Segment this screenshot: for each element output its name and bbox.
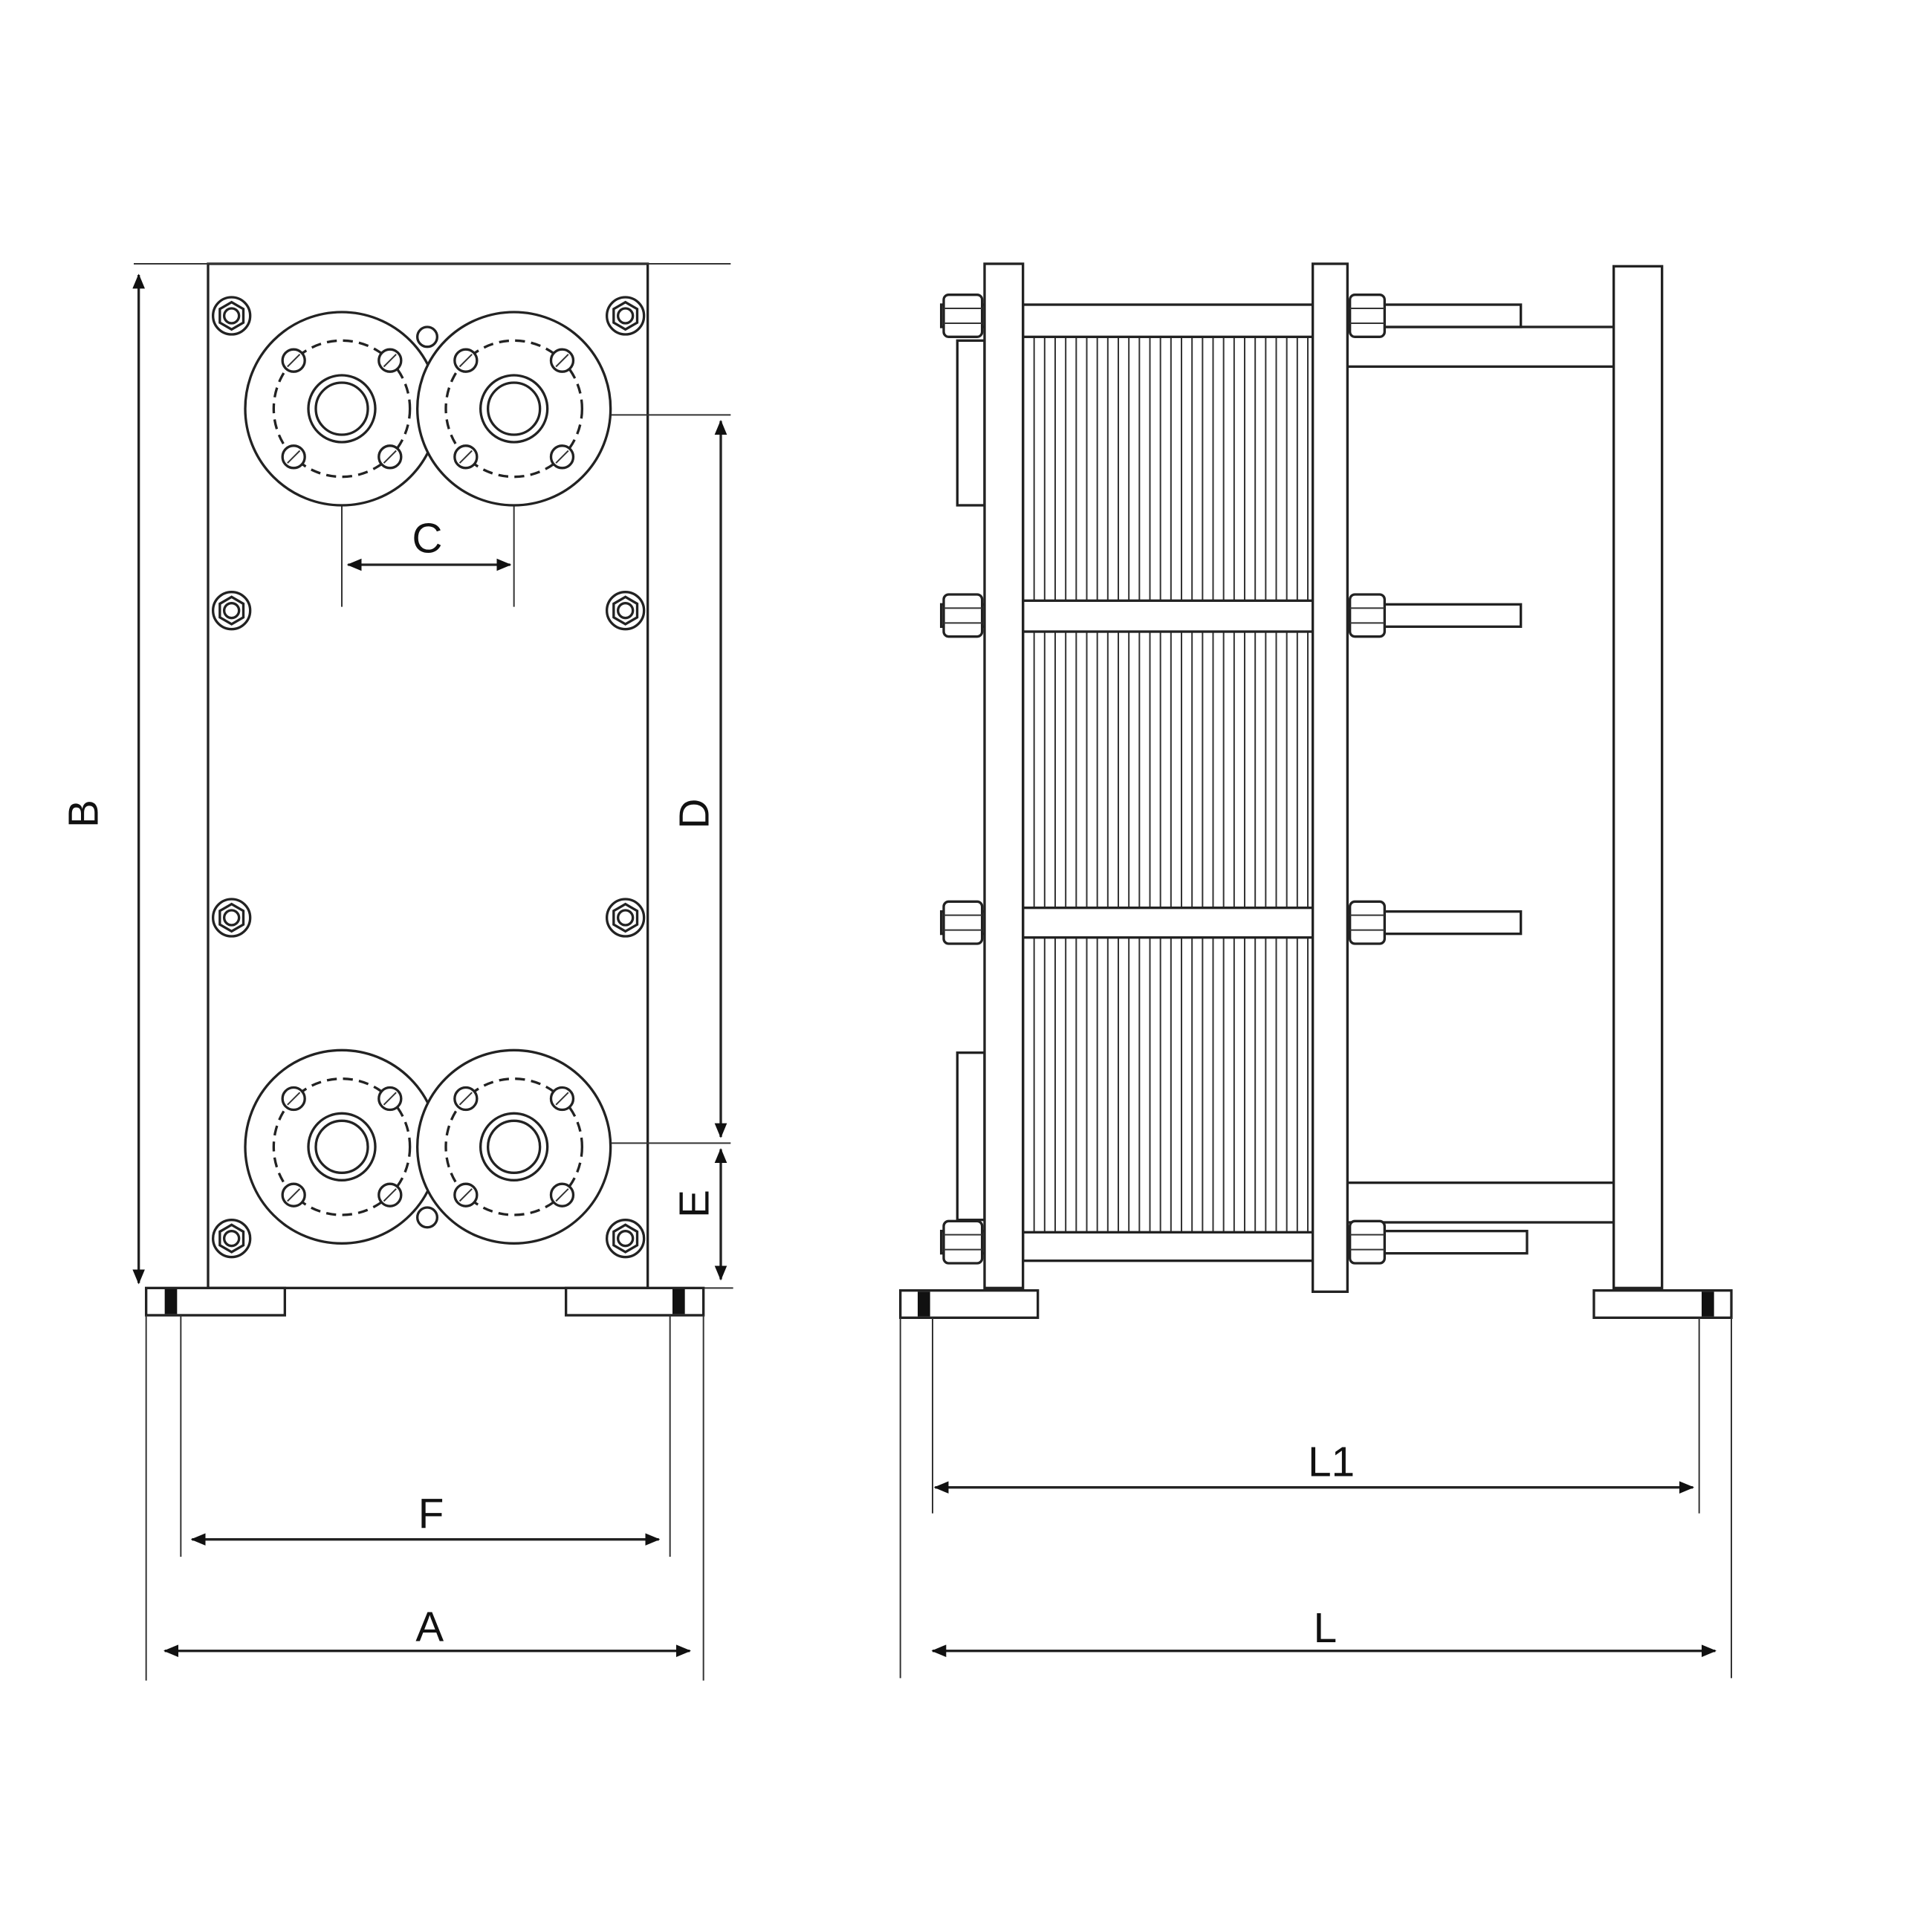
nut-icon — [942, 294, 984, 338]
plate-lines — [1033, 337, 1309, 1233]
label-b: B — [61, 800, 108, 828]
label-l1: L1 — [1308, 1439, 1355, 1486]
port-flange — [416, 1048, 612, 1245]
bolt-icon — [212, 296, 252, 336]
port-flange — [244, 311, 440, 507]
port-flange — [244, 1048, 440, 1245]
small-hole-top — [416, 325, 438, 349]
label-f: F — [418, 1491, 444, 1538]
support-column — [1612, 265, 1664, 1289]
bolt-icon — [212, 898, 252, 938]
nut-icon — [942, 900, 984, 945]
guide-bar-top — [1346, 325, 1615, 368]
label-a: A — [415, 1604, 444, 1650]
foot-pad-left — [164, 1289, 178, 1315]
fixed-frame-plate — [983, 262, 1025, 1289]
bottom-guide-bar — [1022, 1231, 1315, 1262]
nut-icon — [1349, 1219, 1386, 1265]
connection-flange-bottom — [956, 1051, 986, 1222]
side-view: L1 L — [899, 262, 1733, 1679]
port-flange — [416, 311, 612, 507]
nut-icon — [942, 1219, 984, 1265]
nuts — [942, 294, 1386, 1265]
label-c: C — [412, 515, 443, 562]
guide-bar-bottom — [1346, 1181, 1615, 1224]
foot-left — [145, 1286, 286, 1317]
bolt-icon — [212, 591, 252, 631]
foot-pad-right — [672, 1289, 685, 1315]
tie-bar-lower — [1022, 907, 1315, 939]
connection-flange-top — [956, 339, 986, 507]
bolt-icon — [606, 591, 646, 631]
bolt-icon — [606, 1219, 646, 1259]
label-e: E — [671, 1190, 718, 1218]
pressure-plate — [1312, 262, 1349, 1293]
small-hole-bottom — [416, 1206, 438, 1229]
bolt-icon — [606, 898, 646, 938]
tie-bar-upper — [1022, 599, 1315, 633]
nut-icon — [942, 593, 984, 638]
front-view: B C D E F A — [61, 262, 733, 1681]
foot-right — [565, 1286, 705, 1317]
nut-icon — [1349, 900, 1386, 945]
nut-icon — [1349, 294, 1386, 338]
bolt-icon — [212, 1219, 252, 1259]
bolt-icon — [606, 296, 646, 336]
top-carrying-bar — [1022, 303, 1315, 338]
nut-icon — [1349, 593, 1386, 638]
label-d: D — [671, 799, 718, 829]
label-l: L — [1314, 1605, 1338, 1652]
